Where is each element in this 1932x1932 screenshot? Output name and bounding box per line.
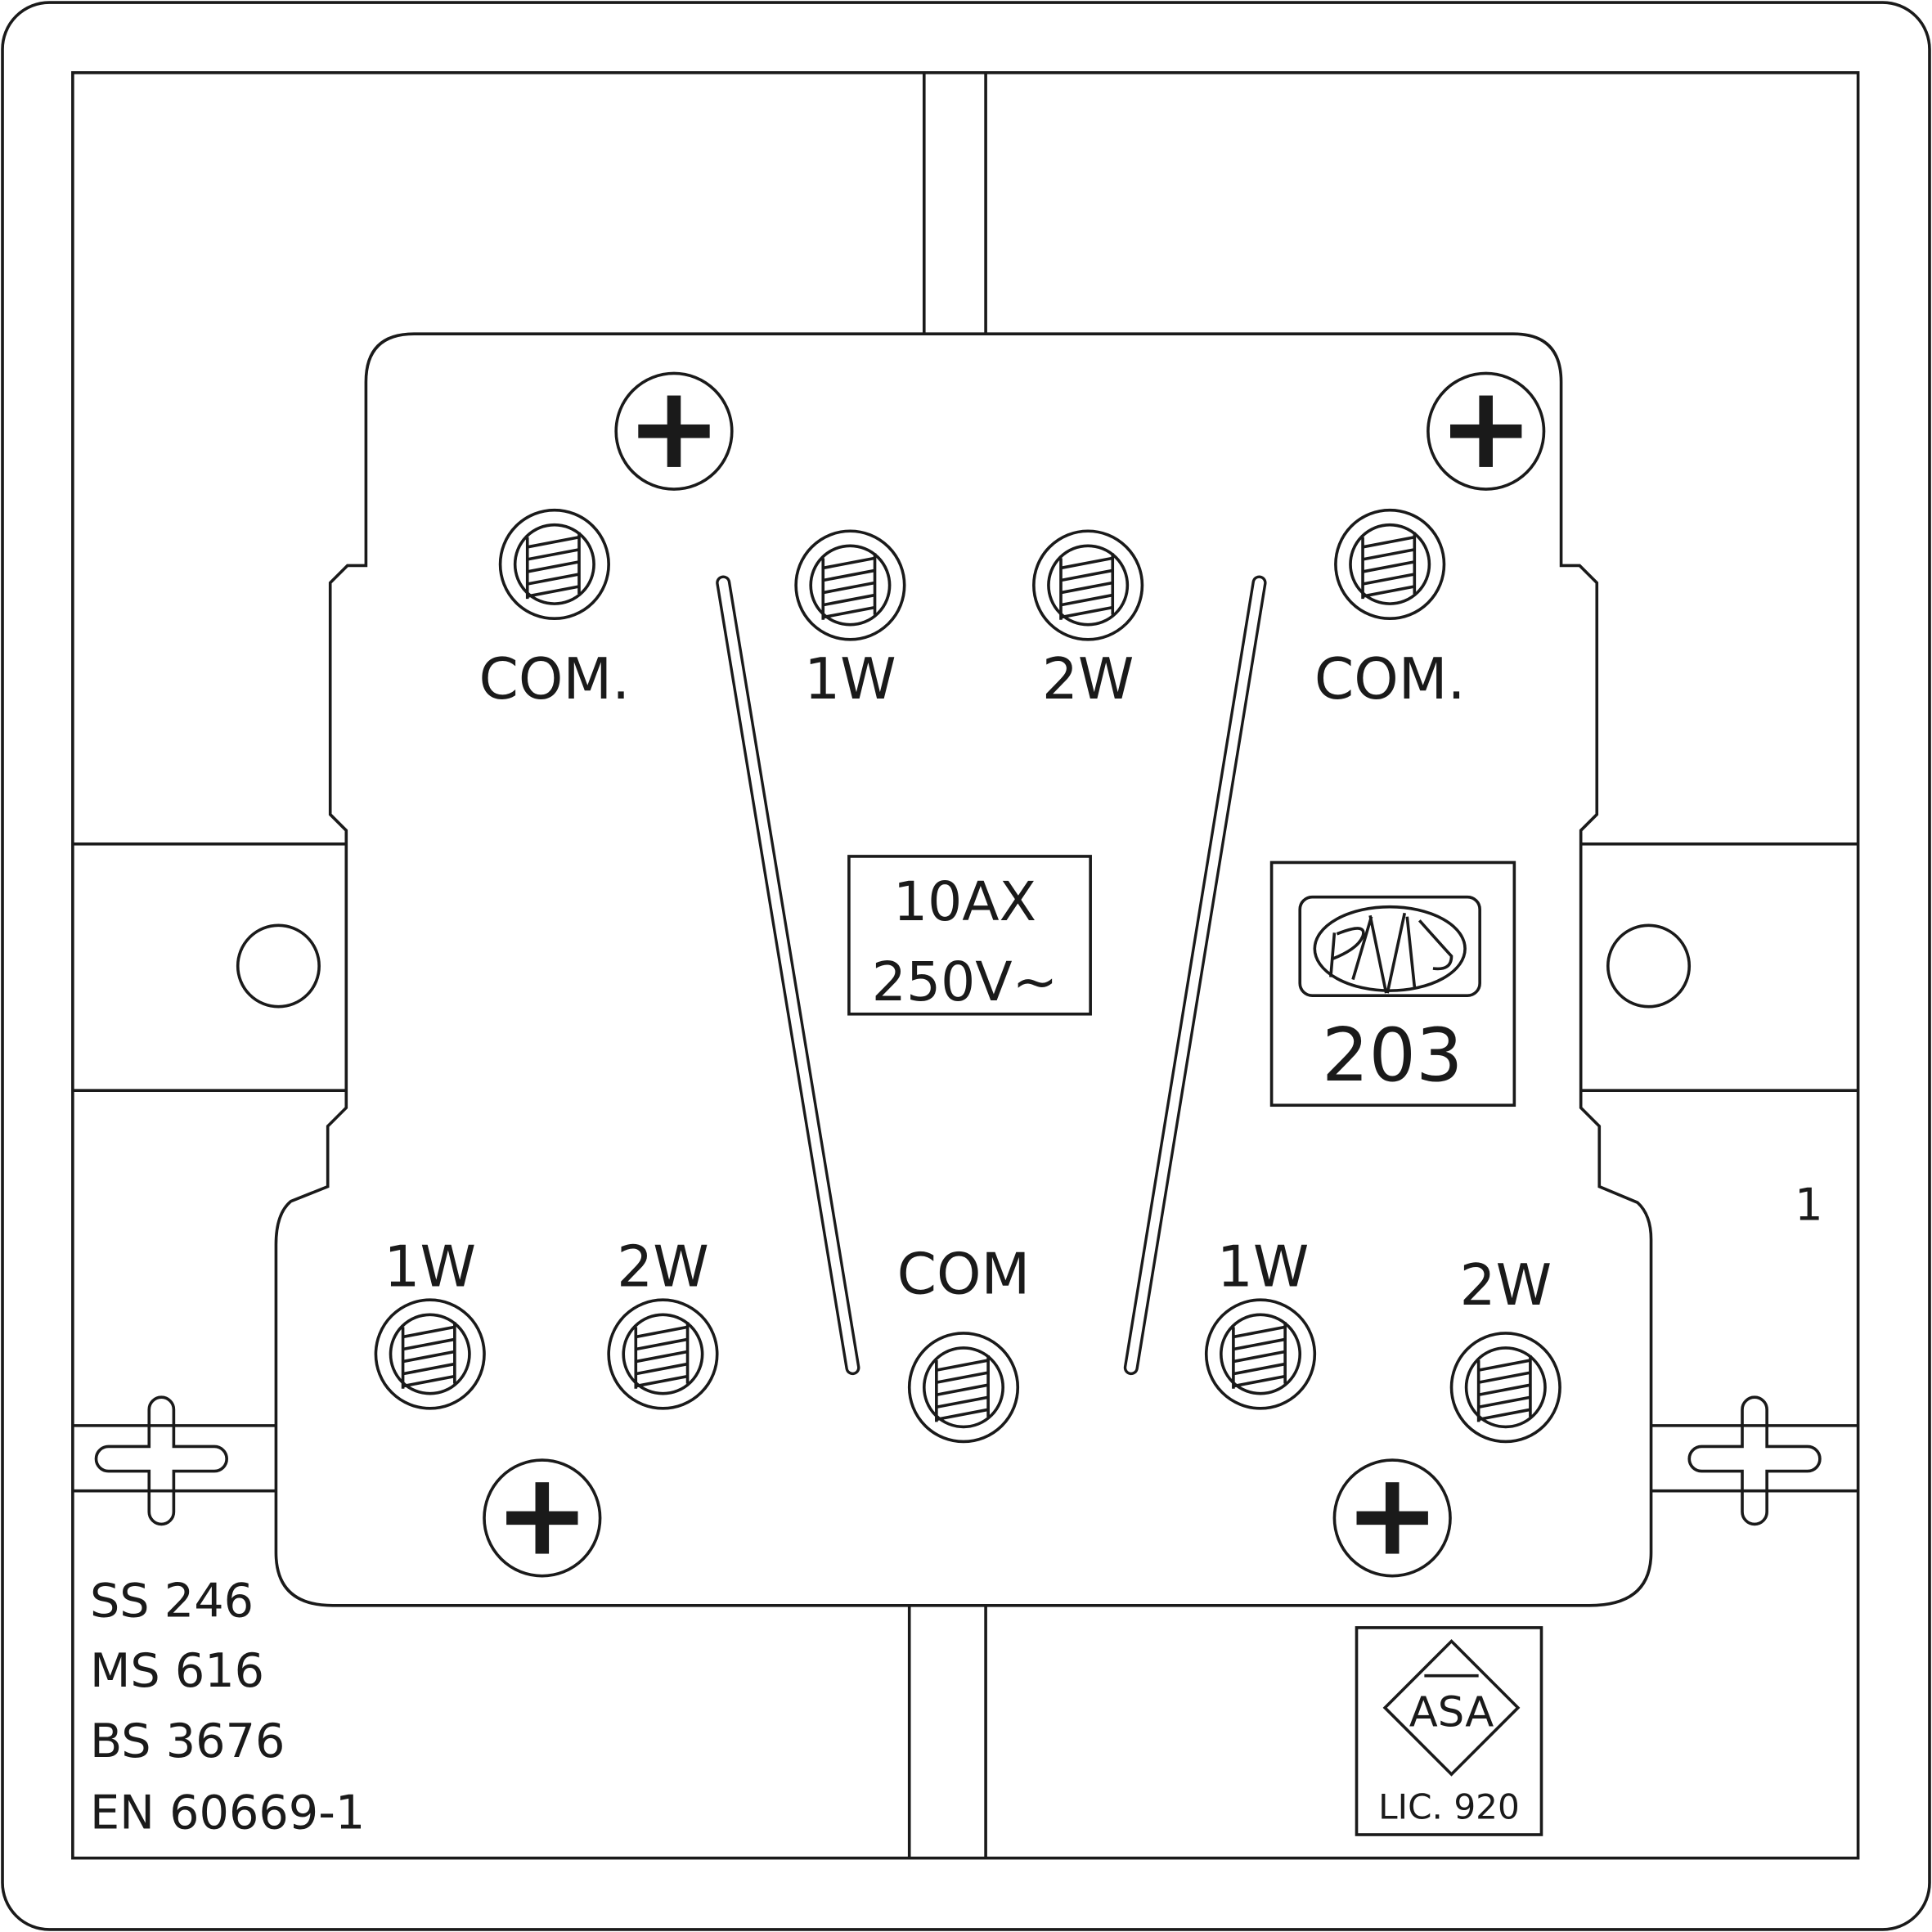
terminal-screw-icon	[1449, 1332, 1561, 1444]
terminal-labels: COM. 1W 2W COM. 1W 2W COM 1W 2W	[384, 647, 1552, 1319]
terminal-screw-icon	[374, 1298, 486, 1410]
slot-left	[716, 575, 860, 1376]
fixing-screw-icon	[1427, 371, 1546, 491]
standard: BS 3676	[90, 1714, 285, 1768]
terminal-label: 2W	[1459, 1253, 1552, 1319]
model-number: 203	[1322, 1013, 1463, 1099]
rating-voltage: 250V~	[872, 950, 1058, 1013]
rating-box: 10AX 250V~	[847, 855, 1092, 1016]
position-marker: 1	[1795, 1179, 1823, 1230]
terminal-label: 2W	[1042, 647, 1134, 712]
terminal-label: COM.	[479, 647, 631, 712]
terminal-screw-icon	[907, 1332, 1020, 1444]
inner-frame	[71, 71, 1860, 1860]
standard: SS 246	[90, 1574, 254, 1628]
mounting-hole-left	[236, 923, 321, 1009]
terminal-label: COM.	[1314, 647, 1466, 712]
terminal-screw-icon	[1032, 529, 1144, 641]
terminal-screw-icon	[498, 508, 610, 621]
terminal-label: 1W	[1217, 1235, 1310, 1301]
rating-current: 10AX	[893, 869, 1036, 933]
standard: MS 616	[90, 1644, 264, 1698]
terminal-label: COM	[897, 1242, 1031, 1308]
terminal-screw-icon	[794, 529, 906, 641]
mounting-hole-right	[1606, 923, 1692, 1009]
standards-list: SS 246 MS 616 BS 3676 EN 60669-1	[90, 1574, 365, 1840]
cross-slot-right	[1687, 1395, 1822, 1526]
approval-mark: ASA	[1409, 1687, 1494, 1737]
terminal-label: 1W	[804, 647, 896, 712]
fixing-screw-icon	[1332, 1458, 1452, 1578]
maker-logo-box: 203	[1269, 860, 1516, 1108]
terminal-screw-icon	[607, 1298, 719, 1410]
slot-right	[1123, 575, 1267, 1376]
pms-logo-icon	[1329, 912, 1453, 994]
terminal-label: 1W	[384, 1235, 476, 1301]
cross-slot-left	[94, 1395, 228, 1526]
fixing-screw-icon	[483, 1458, 602, 1578]
switch-plate	[274, 332, 1653, 1607]
fixing-screw-icon	[614, 371, 734, 491]
terminal-screw-icon	[1334, 508, 1446, 621]
terminal-label: 2W	[617, 1235, 709, 1301]
terminal-screw-icon	[1204, 1298, 1317, 1410]
standard: EN 60669-1	[90, 1786, 365, 1840]
approval-licence: LIC. 920	[1378, 1786, 1520, 1826]
approval-mark-box: ASA LIC. 920	[1355, 1626, 1543, 1836]
